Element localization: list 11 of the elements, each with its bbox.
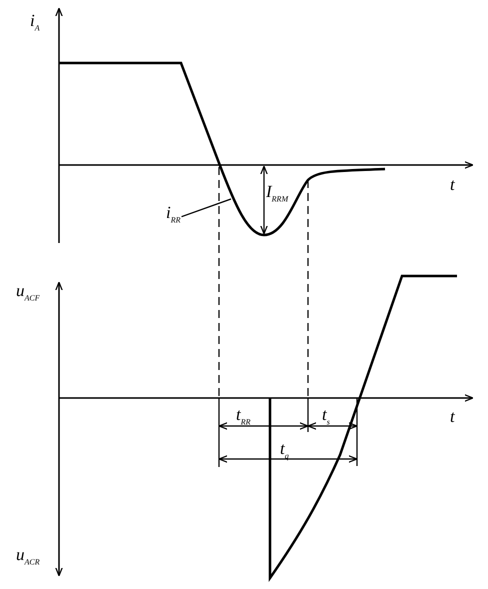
axis-label: u$_{ACF}$ <box>16 282 40 304</box>
axis-label: i$_{A}$ <box>30 12 40 34</box>
measure-label: I$_{RRM}$ <box>266 183 288 206</box>
axis-label: u$_{ACR}$ <box>16 546 40 568</box>
axis-label: t <box>450 176 455 194</box>
measure-label: t$_{RR}$ <box>236 406 251 428</box>
current-waveform <box>59 62 386 236</box>
measure-label: t$_{s}$ <box>322 406 330 428</box>
curve-label: i$_{RR}$ <box>166 204 181 230</box>
axis-label: t <box>450 408 455 426</box>
leader-line <box>181 198 232 218</box>
